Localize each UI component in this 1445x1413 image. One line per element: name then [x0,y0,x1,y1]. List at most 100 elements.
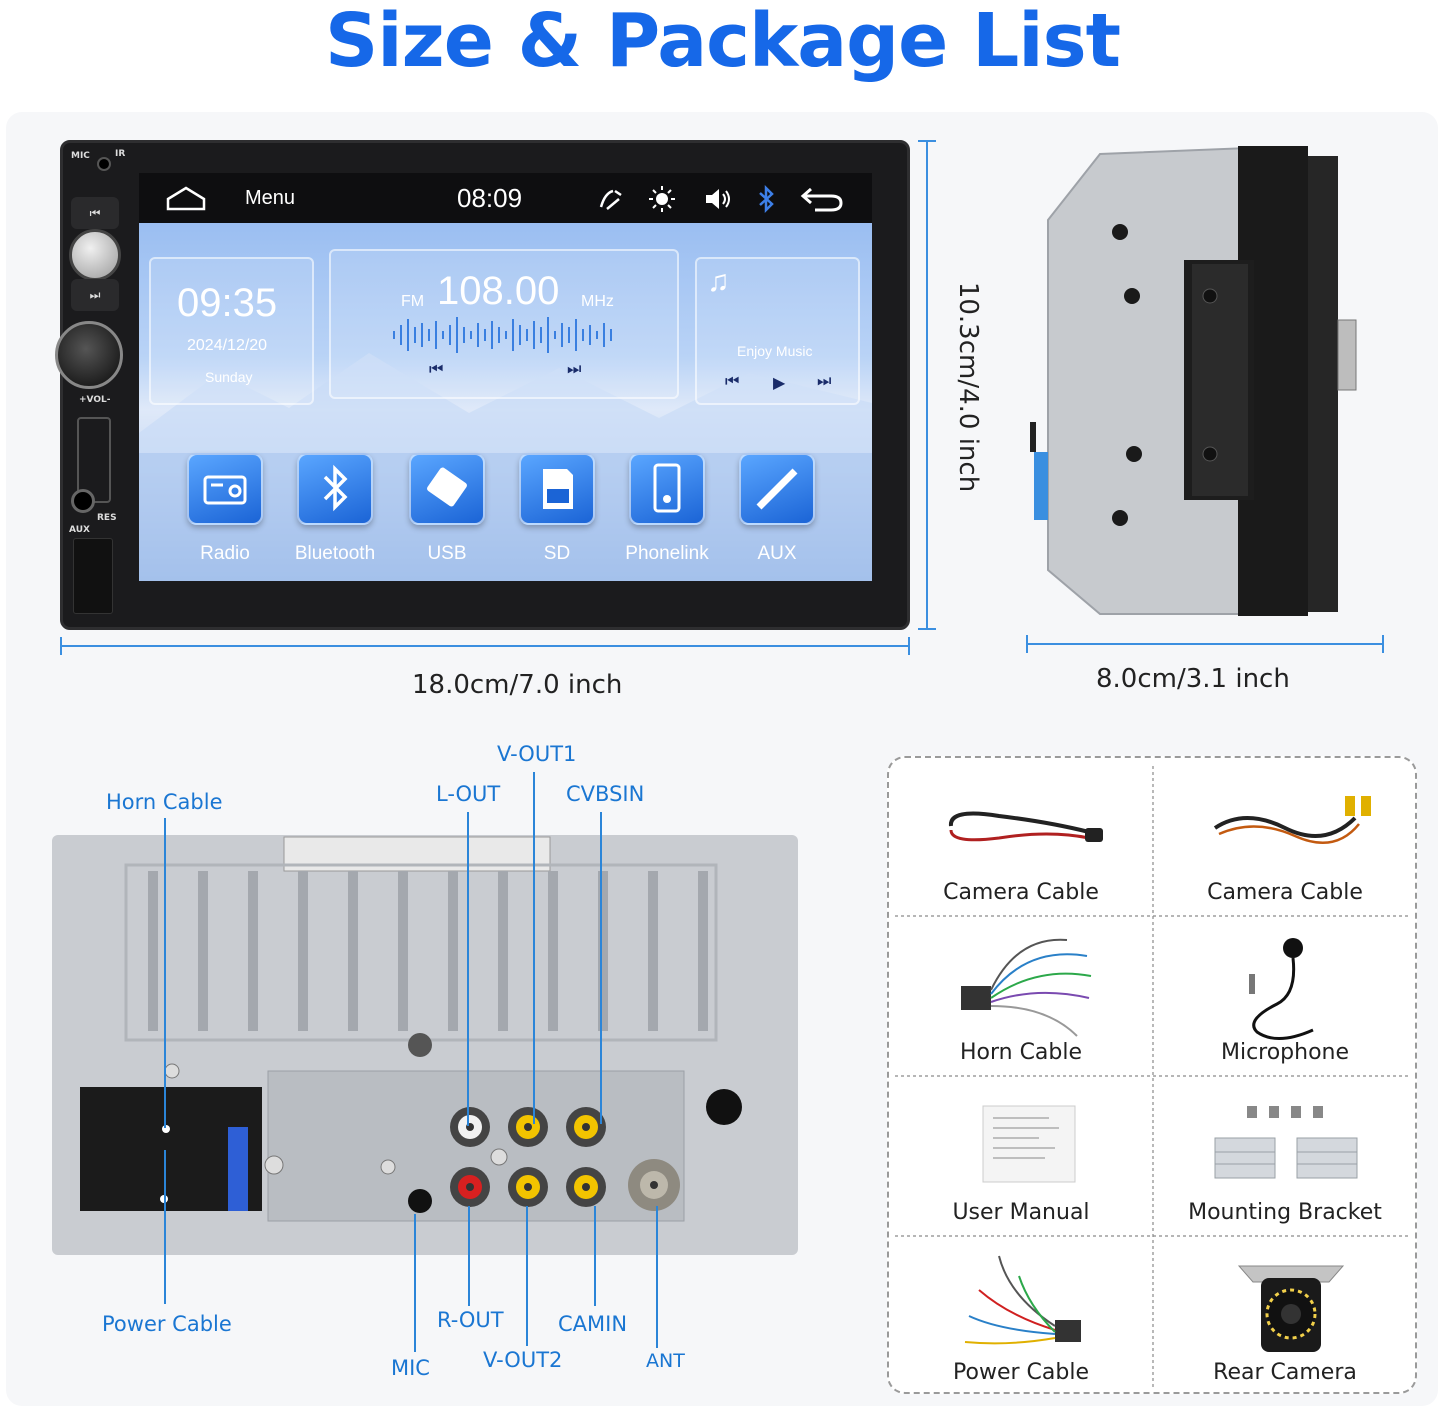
music-play-icon[interactable]: ▶ [773,375,786,392]
brightness-icon[interactable] [647,185,677,213]
package-item-label: Microphone [1220,1040,1350,1065]
mounting-bracket-icon [1214,1106,1358,1179]
package-item: Camera Cable [1153,758,1417,916]
app-phonelink[interactable]: Phonelink [625,453,709,565]
music-prev-icon[interactable]: ⏮ [725,373,740,390]
music-label: Enjoy Music [737,343,813,359]
clock-day: Sunday [205,369,253,385]
status-time: 08:09 [457,183,523,213]
v-out2-label: V-OUT2 [483,1348,563,1372]
page-title: Size & Package List [324,0,1121,84]
package-list: Camera Cable Camera Cable Horn Cable [887,756,1417,1394]
camera-rca-cable-icon [1213,796,1371,844]
home-icon[interactable] [165,185,207,211]
r-out-pointer [468,1206,470,1306]
package-item-label: Mounting Bracket [1188,1200,1382,1225]
steering-icon[interactable] [595,185,625,213]
package-item-label: Horn Cable [959,1040,1083,1065]
package-item: Mounting Bracket [1153,1076,1417,1236]
v-out2-pointer [526,1206,528,1346]
rear-camera-icon [1237,1265,1345,1352]
v-out1-pointer [533,772,535,1124]
depth-dimension: 8.0cm/3.1 inch [1096,664,1290,694]
radio-icon [187,453,263,525]
menu-label[interactable]: Menu [245,187,296,209]
volume-icon[interactable] [703,185,733,213]
vol-label: +VOL- [79,395,111,405]
camera-cable-icon [949,811,1103,842]
l-out-pointer [467,812,469,1126]
radio-next-icon[interactable]: ⏭ [567,361,582,378]
music-widget[interactable]: ♫ Enjoy Music ⏮ ▶ ⏭ [695,257,860,405]
status-bar: Menu 08:09 [139,173,872,223]
package-item-label: User Manual [952,1200,1090,1225]
ant-label: ANT [646,1350,685,1372]
ir-label: IR [115,149,126,159]
height-tick-bottom [918,628,936,630]
package-item: Camera Cable [889,758,1153,916]
l-out-label: L-OUT [436,782,501,806]
user-manual-icon [982,1105,1076,1183]
mic-hole [97,157,111,171]
head-unit-side-view [1030,146,1357,616]
app-bluetooth[interactable]: Bluetooth [295,453,375,565]
package-item: Power Cable [889,1236,1153,1394]
clock-time: 09:35 [177,281,278,325]
radio-prev-icon[interactable]: ⏮ [429,361,444,378]
r-out-label: R-OUT [437,1308,504,1332]
unit-side-panel: MIC IR ⏮ ⏭ +VOL- RES AUX [55,143,138,627]
bluetooth-icon[interactable] [751,185,781,213]
horn-cable-label: Horn Cable [106,790,223,814]
height-dimension-line [926,140,928,630]
prev-button[interactable]: ⏮ [71,197,119,229]
depth-tick-left [1026,635,1028,653]
package-item-label: Power Cable [953,1360,1089,1385]
radio-widget[interactable]: FM 108.00 MHz ⏮ ⏭ [329,249,679,399]
bluetooth-app-icon [297,453,373,525]
app-sd[interactable]: SD [519,453,595,565]
depth-dimension-line [1026,643,1384,645]
aux-cable-icon [739,453,815,525]
app-radio[interactable]: Radio [187,453,263,565]
back-icon[interactable] [799,185,845,213]
usb-icon [409,453,485,525]
app-label: USB [427,543,467,564]
head-unit-front: MIC IR ⏮ ⏭ +VOL- RES AUX Menu 08:09 [55,140,910,630]
volume-knob[interactable] [55,321,123,389]
app-usb[interactable]: USB [409,453,485,565]
rear-panel-drawing [80,836,742,1222]
power-cable-pointer [164,1150,166,1304]
width-tick-left [60,637,62,655]
cvbsin-pointer [600,812,602,1124]
phone-icon [629,453,705,525]
port-cover [73,538,113,614]
next-button[interactable]: ⏭ [71,279,119,311]
music-next-icon[interactable]: ⏭ [817,373,832,390]
microphone-icon [1249,938,1314,1040]
horn-cable-icon [961,938,1092,1037]
clock-widget[interactable]: 09:35 2024/12/20 Sunday [149,257,314,405]
width-dimension-line [60,645,910,647]
width-dimension: 18.0cm/7.0 inch [412,670,623,700]
app-label: Bluetooth [294,543,376,564]
ant-pointer [656,1206,658,1348]
app-label: SD [543,543,571,564]
head-unit-rear [52,835,798,1255]
touch-screen: Menu 08:09 09:35 2024/12/20 Sunday FM 10… [139,173,872,581]
mic-label: MIC [71,151,90,161]
package-item-label: Camera Cable [1207,880,1363,905]
app-aux[interactable]: AUX [739,453,815,565]
aux-jack [71,489,95,513]
height-tick-top [918,140,936,142]
music-note-icon: ♫ [707,265,730,298]
home-knob[interactable] [69,229,121,281]
height-dimension: 10.3cm/4.0 inch [953,281,983,493]
cvbsin-label: CVBSIN [566,782,645,806]
power-cable-label: Power Cable [102,1312,232,1336]
camin-label: CAMIN [558,1312,628,1336]
clock-date: 2024/12/20 [187,337,268,354]
package-item-label: Camera Cable [943,880,1099,905]
app-label: Radio [200,543,250,564]
res-label: RES [97,513,117,523]
package-item: User Manual [889,1076,1153,1236]
